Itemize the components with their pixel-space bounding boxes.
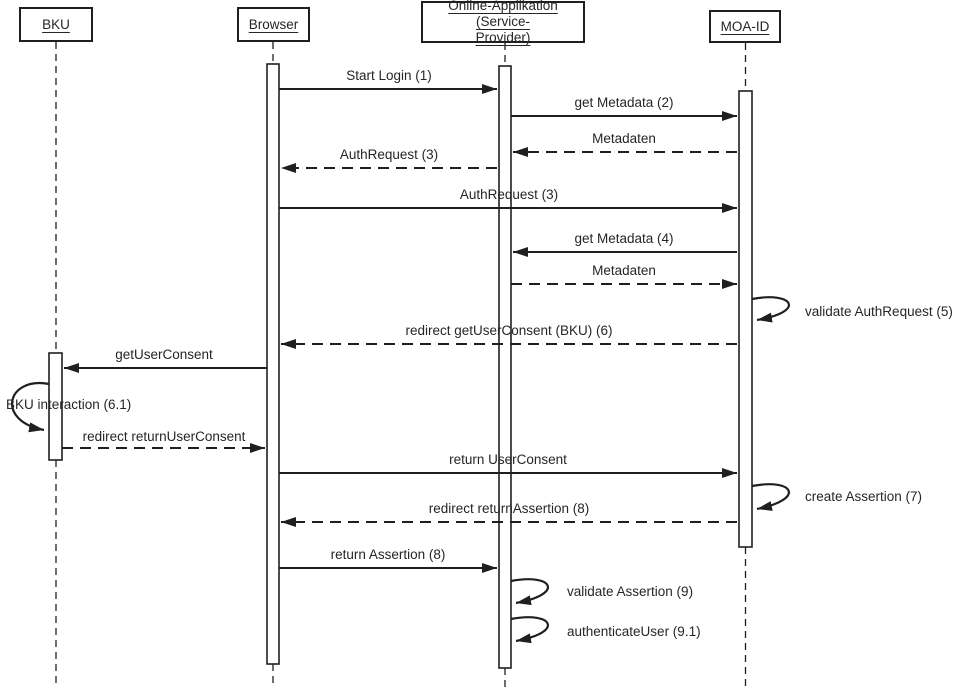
actor-label-moa-id: MOA-ID: [720, 18, 770, 34]
message-label-create-assertion: create Assertion (7): [805, 489, 923, 504]
self-loop-authenticateuser: [510, 616, 550, 644]
activation-bar-browser: [266, 63, 280, 665]
message-label-get-metadata-2: get Metadata (2): [574, 95, 674, 110]
message-label-return-userconsent: return UserConsent: [449, 452, 567, 467]
message-label-start-login: Start Login (1): [346, 68, 432, 83]
activation-bar-bku: [48, 352, 63, 461]
message-label-redirect-returnuserconsent: redirect returnUserConsent: [82, 429, 246, 444]
message-label-bku-interaction: BKU interaction (6.1): [6, 397, 132, 412]
actor-label-browser: Browser: [248, 16, 299, 32]
self-loop-validate-assertion: [510, 578, 550, 606]
activation-bar-online-applikation: [498, 65, 512, 669]
message-label-authrequest-3-dashed: AuthRequest (3): [339, 147, 439, 162]
message-label-validate-assertion: validate Assertion (9): [567, 584, 694, 599]
actor-box-browser: Browser: [237, 7, 310, 42]
actor-label-bku: BKU: [42, 16, 70, 32]
message-label-redirect-getuserconsent: redirect getUserConsent (BKU) (6): [405, 323, 613, 338]
actor-box-moa-id: MOA-ID: [709, 10, 781, 43]
message-label-authenticateuser: authenticateUser (9.1): [567, 624, 701, 639]
message-label-redirect-returnassertion: redirect returnAssertion (8): [428, 501, 590, 516]
self-loop-create-assertion: [751, 483, 791, 511]
self-loop-validate-authrequest: [751, 296, 791, 323]
actor-box-online-applikation: Online-Applikation (Service- Provider): [421, 0, 585, 45]
message-label-get-metadata-4: get Metadata (4): [574, 231, 674, 246]
actor-box-bku: BKU: [19, 7, 93, 42]
message-label-validate-authrequest: validate AuthRequest (5): [805, 304, 953, 319]
message-label-authrequest-3-solid: AuthRequest (3): [459, 187, 559, 202]
message-label-getuserconsent: getUserConsent: [115, 347, 213, 362]
message-label-metadaten-2: Metadaten: [592, 263, 656, 278]
message-label-metadaten-1: Metadaten: [592, 131, 656, 146]
actor-label-online-applikation: Online-Applikation (Service- Provider): [448, 0, 558, 45]
self-loop-bku-interaction: [11, 381, 50, 433]
activation-bar-moa-id: [738, 90, 753, 548]
message-label-return-assertion: return Assertion (8): [330, 547, 446, 562]
